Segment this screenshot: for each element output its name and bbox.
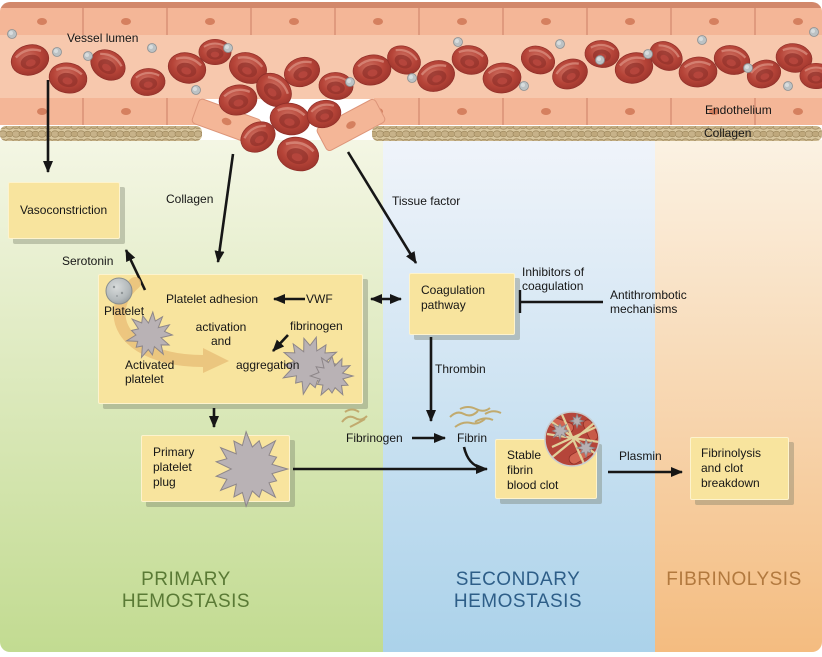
vasoconstriction-label: Vasoconstriction [20, 203, 108, 217]
platelet-label: Platelet [104, 304, 145, 318]
vasoconstriction-box: Vasoconstriction [8, 182, 120, 239]
broken-wall-fragment-right [316, 98, 386, 152]
primary-hemostasis-title: PRIMARY HEMOSTASIS [121, 569, 251, 612]
antithrombotic-mechanisms-label: Antithrombotic mechanisms [610, 288, 687, 316]
vessel-lumen-label: Vessel lumen [67, 31, 139, 45]
fibrinogen-label: Fibrinogen [346, 431, 403, 445]
serotonin-label: Serotonin [62, 254, 114, 268]
stable-fibrin-clot-box: Stable fibrin blood clot [495, 439, 597, 499]
platelet-adhesion-label: Platelet adhesion [166, 292, 259, 306]
vwf-label: VWF [306, 292, 333, 306]
inhibitors-of-coagulation-label: Inhibitors of coagulation [522, 265, 585, 293]
endothelium-bottom-wall-left [0, 98, 200, 125]
fibrinogen-small-label: fibrinogen [290, 319, 343, 333]
collagen-layer-right [372, 126, 822, 141]
fibrinolysis-title: FIBRINOLYSIS [666, 569, 802, 590]
vessel-illustration [0, 2, 822, 177]
collagen-layer-left [0, 126, 202, 141]
endothelium-bottom-wall-right [374, 98, 822, 125]
activation-and-label: activation and [195, 320, 247, 348]
tissue-factor-label: Tissue factor [392, 194, 461, 208]
endothelium-label: Endothelium [705, 103, 772, 117]
primary-platelet-plug-box: Primary platelet plug [141, 435, 290, 502]
coagulation-pathway-box: Coagulation pathway [409, 273, 515, 335]
thrombin-label: Thrombin [435, 362, 486, 376]
aggregation-label: aggregation [236, 358, 300, 372]
secondary-hemostasis-background [383, 140, 655, 652]
activated-platelet-label: Activated platelet [125, 358, 175, 386]
fibrinolysis-breakdown-box: Fibrinolysis and clot breakdown [690, 437, 789, 500]
endothelium-top-wall [0, 8, 822, 35]
collagen-vessel-label: Collagen [704, 126, 752, 140]
fibrinolysis-background [655, 140, 822, 652]
fibrin-label: Fibrin [457, 431, 488, 445]
plasmin-label: Plasmin [619, 449, 662, 463]
vessel-outer-edge [0, 2, 822, 9]
secondary-hemostasis-title: SECONDARY HEMOSTASIS [453, 569, 583, 612]
collagen-release-label: Collagen [166, 192, 214, 206]
